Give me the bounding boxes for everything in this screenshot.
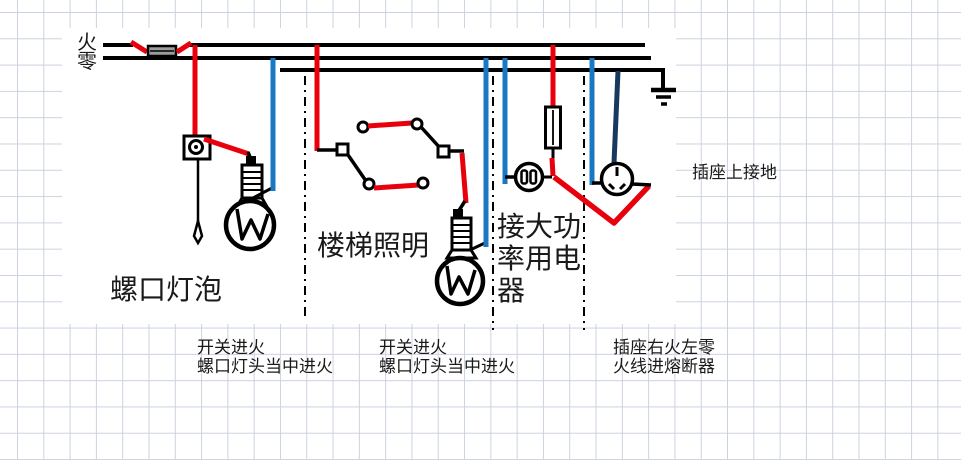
main-fuse-symbol <box>129 39 193 58</box>
socket-ground-wire <box>611 70 621 164</box>
pull-cord-handle <box>192 216 204 246</box>
stair-lighting-title: 楼梯照明 <box>317 231 430 262</box>
earth-symbol <box>651 87 676 106</box>
traveller-wire-top <box>367 120 413 129</box>
screw-bulb-1 <box>223 156 277 252</box>
note-line: 开关进火 <box>379 338 447 357</box>
high-power-title: 接大功率用电器 <box>497 212 582 307</box>
appliance-live-wire <box>552 174 651 226</box>
note-line: 螺口灯头当中进火 <box>197 357 333 376</box>
screw-bulb-2 <box>434 209 488 307</box>
note-line: 开关进火 <box>197 338 265 357</box>
two-way-switch-2 <box>410 117 451 190</box>
side-contact-wire-1 <box>252 186 273 200</box>
note-stair-wiring: 开关进火 螺口灯头当中进火 <box>379 338 515 376</box>
note-line: 火线进熔断器 <box>613 357 715 376</box>
socket-fuse-symbol <box>544 105 562 150</box>
two-hole-socket <box>513 161 545 193</box>
note-socket-wiring: 插座右火左零 火线进熔断器 <box>613 338 715 376</box>
socket-section <box>502 45 652 226</box>
pull-switch <box>182 134 212 246</box>
screw-lamp-section <box>182 45 277 252</box>
stair-lighting-section <box>314 45 489 307</box>
screw-lamp-title: 螺口灯泡 <box>110 275 223 306</box>
three-hole-socket <box>599 161 635 197</box>
note-line: 螺口灯头当中进火 <box>379 357 515 376</box>
ground-bus-line <box>280 68 665 88</box>
two-way-switch-1 <box>335 120 376 191</box>
live-bus-label: 火 <box>77 32 97 54</box>
note-screw-lamp-wiring: 开关进火 螺口灯头当中进火 <box>197 338 333 376</box>
traveller-wire-bottom <box>373 182 420 191</box>
switch-to-lamp-wire-2 <box>459 152 469 204</box>
neutral-bus-label: 零 <box>77 51 97 73</box>
diagram-panel <box>62 28 676 324</box>
note-line: 插座右火左零 <box>613 338 715 357</box>
switch-to-lamp-wire-1 <box>203 136 250 157</box>
socket-ground-note: 插座上接地 <box>692 163 777 182</box>
